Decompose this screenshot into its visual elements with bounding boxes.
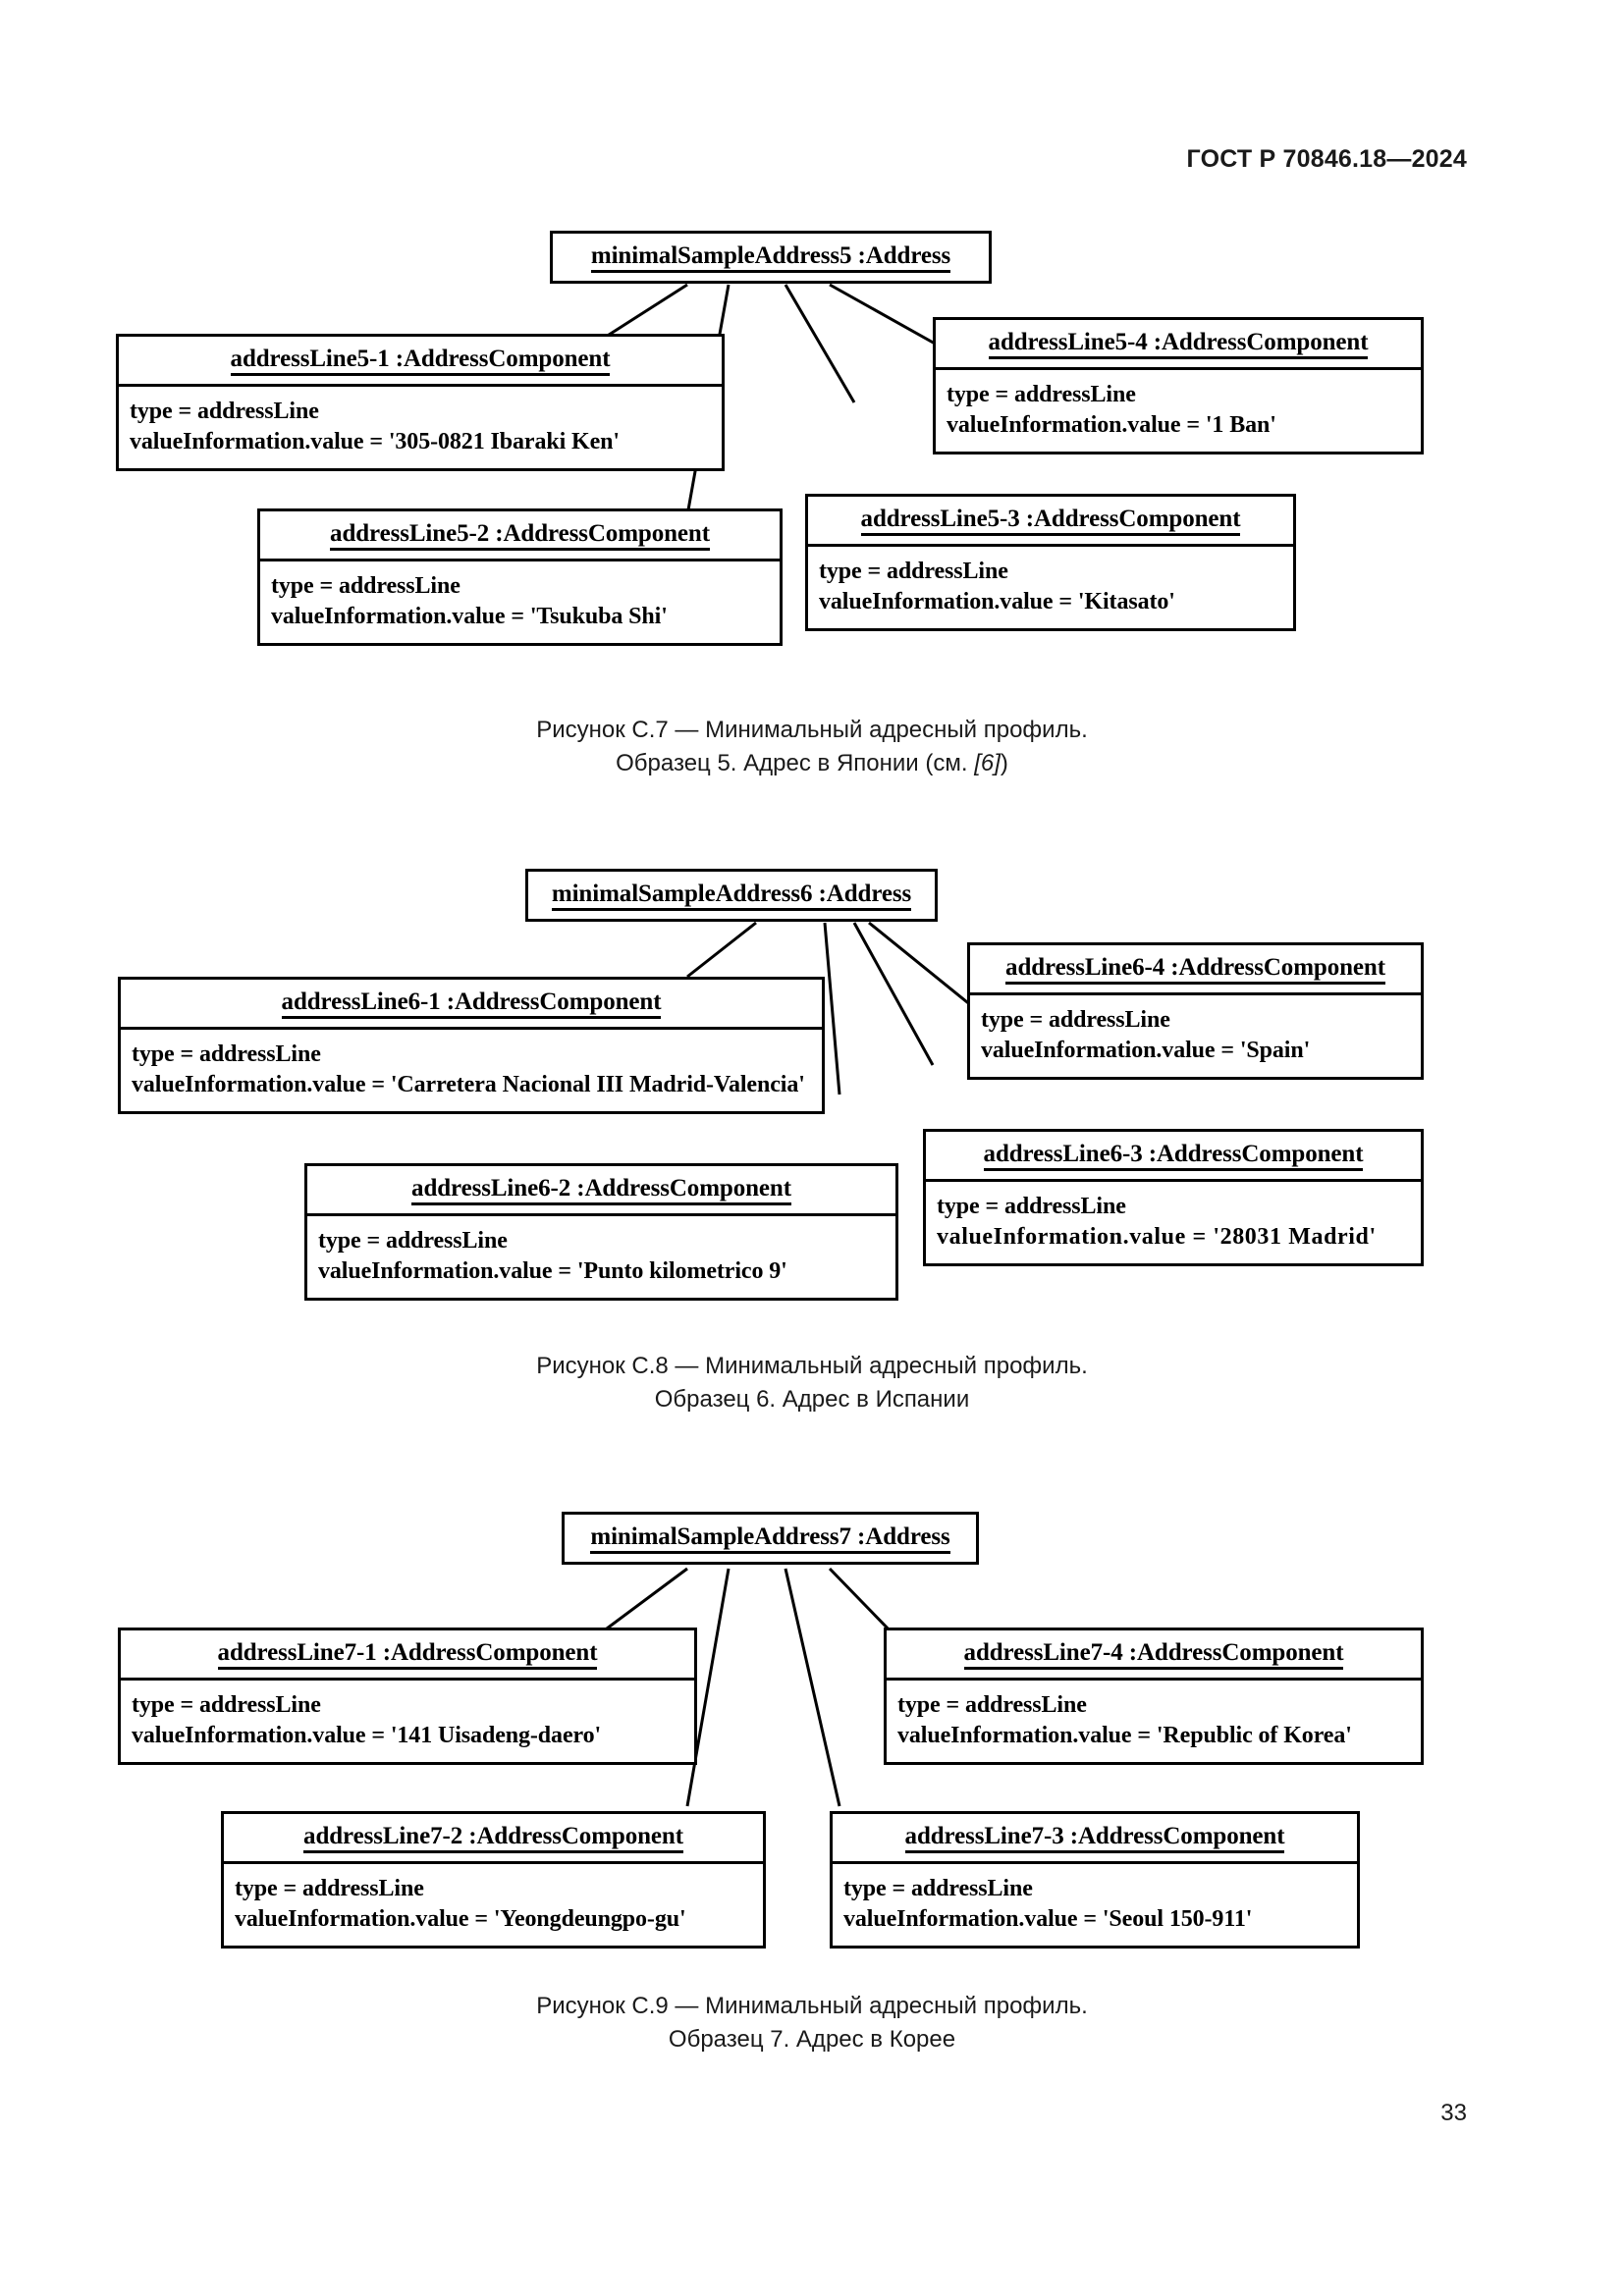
uml-attribute-type: type = addressLine xyxy=(130,399,319,424)
uml-attribute-value: valueInformation.value = 'Kitasato' xyxy=(819,588,1175,614)
caption-line-1: Рисунок С.8 — Минимальный адресный профи… xyxy=(536,1353,1088,1379)
uml-attribute-list: type = addressLine valueInformation.valu… xyxy=(936,370,1421,452)
caption-text: Образец 6. Адрес в Испании xyxy=(654,1386,970,1414)
uml-object-title: addressLine6-4 :AddressComponent xyxy=(970,945,1421,995)
uml-object-diagram-c7: minimalSampleAddress5 :Address addressLi… xyxy=(0,231,1624,672)
uml-attribute-list: type = addressLine valueInformation.valu… xyxy=(121,1030,822,1111)
uml-object-title: minimalSampleAddress6 :Address xyxy=(528,872,935,919)
uml-attribute-type: type = addressLine xyxy=(937,1194,1126,1219)
uml-object-title: addressLine6-2 :AddressComponent xyxy=(307,1166,895,1216)
uml-object-addressline6-4[interactable]: addressLine6-4 :AddressComponent type = … xyxy=(967,942,1424,1081)
uml-attribute-value: valueInformation.value = '141 Uisadeng-d… xyxy=(132,1722,602,1748)
uml-attribute-type: type = addressLine xyxy=(132,1041,321,1067)
figure-caption-c8: Рисунок С.8 — Минимальный адресный профи… xyxy=(0,1350,1624,1416)
caption-line-2: Образец 6. Адрес в Испании xyxy=(0,1383,1624,1416)
uml-attribute-value: valueInformation.value = 'Tsukuba Shi' xyxy=(271,603,668,629)
uml-attribute-type: type = addressLine xyxy=(947,382,1136,407)
uml-attribute-value: valueInformation.value = 'Republic of Ko… xyxy=(897,1722,1352,1748)
uml-attribute-value: valueInformation.value = 'Seoul 150-911' xyxy=(843,1905,1253,1932)
figure-caption-c7: Рисунок С.7 — Минимальный адресный профи… xyxy=(0,714,1624,780)
uml-object-addressline5-2[interactable]: addressLine5-2 :AddressComponent type = … xyxy=(257,508,783,647)
caption-line-1: Рисунок С.9 — Минимальный адресный профи… xyxy=(536,1993,1088,2019)
uml-attribute-type: type = addressLine xyxy=(981,1007,1170,1033)
uml-attribute-list: type = addressLine valueInformation.valu… xyxy=(260,561,780,643)
caption-text-tail: ) xyxy=(1000,750,1008,777)
uml-object-minimalsampleaddress5[interactable]: minimalSampleAddress5 :Address xyxy=(550,231,992,284)
caption-line-2: Образец 7. Адрес в Корее xyxy=(0,2023,1624,2056)
connector-lines-c9 xyxy=(598,1567,895,1807)
uml-attribute-value: valueInformation.value = 'Carretera Naci… xyxy=(132,1071,805,1097)
uml-object-addressline7-4[interactable]: addressLine7-4 :AddressComponent type = … xyxy=(884,1628,1424,1766)
uml-object-diagram-c9: minimalSampleAddress7 :Address addressLi… xyxy=(0,1512,1624,1949)
connector-lines-c8 xyxy=(686,921,973,1095)
uml-object-addressline7-3[interactable]: addressLine7-3 :AddressComponent type = … xyxy=(830,1811,1360,1949)
figure-c7: minimalSampleAddress5 :Address addressLi… xyxy=(0,231,1624,776)
uml-object-title: addressLine5-2 :AddressComponent xyxy=(260,511,780,561)
page-header-standard-id: ГОСТ Р 70846.18—2024 xyxy=(1186,145,1467,173)
uml-attribute-type: type = addressLine xyxy=(318,1228,508,1254)
uml-object-addressline7-2[interactable]: addressLine7-2 :AddressComponent type = … xyxy=(221,1811,766,1949)
uml-object-title: addressLine7-2 :AddressComponent xyxy=(224,1814,763,1864)
uml-attribute-value: valueInformation.value = 'Yeongdeungpo-g… xyxy=(235,1905,686,1932)
uml-object-title: addressLine6-3 :AddressComponent xyxy=(926,1132,1421,1182)
uml-object-title: addressLine7-3 :AddressComponent xyxy=(833,1814,1357,1864)
caption-reference: [6] xyxy=(974,750,1001,777)
uml-object-title: addressLine5-4 :AddressComponent xyxy=(936,320,1421,370)
uml-object-addressline6-1[interactable]: addressLine6-1 :AddressComponent type = … xyxy=(118,977,825,1115)
uml-attribute-list: type = addressLine valueInformation.valu… xyxy=(887,1681,1421,1762)
uml-attribute-type: type = addressLine xyxy=(235,1876,424,1901)
uml-attribute-list: type = addressLine valueInformation.valu… xyxy=(926,1182,1421,1263)
uml-object-title: minimalSampleAddress5 :Address xyxy=(553,234,989,281)
uml-attribute-list: type = addressLine valueInformation.valu… xyxy=(808,547,1293,628)
uml-attribute-list: type = addressLine valueInformation.valu… xyxy=(119,387,722,468)
figure-c8: minimalSampleAddress6 :Address addressLi… xyxy=(0,869,1624,1413)
uml-object-addressline7-1[interactable]: addressLine7-1 :AddressComponent type = … xyxy=(118,1628,697,1766)
uml-attribute-type: type = addressLine xyxy=(843,1876,1033,1901)
figure-c9: minimalSampleAddress7 :Address addressLi… xyxy=(0,1512,1624,2053)
uml-object-title: addressLine7-1 :AddressComponent xyxy=(121,1630,694,1681)
uml-object-addressline5-1[interactable]: addressLine5-1 :AddressComponent type = … xyxy=(116,334,725,472)
uml-attribute-value: valueInformation.value = '28031 Madrid' xyxy=(937,1223,1377,1250)
uml-attribute-list: type = addressLine valueInformation.valu… xyxy=(121,1681,694,1762)
uml-object-title: addressLine7-4 :AddressComponent xyxy=(887,1630,1421,1681)
uml-object-title: addressLine5-3 :AddressComponent xyxy=(808,497,1293,547)
uml-object-addressline5-3[interactable]: addressLine5-3 :AddressComponent type = … xyxy=(805,494,1296,632)
uml-attribute-value: valueInformation.value = '1 Ban' xyxy=(947,411,1276,438)
caption-text: Образец 7. Адрес в Корее xyxy=(668,2026,956,2054)
page-number: 33 xyxy=(1440,2100,1467,2126)
caption-line-1: Рисунок С.7 — Минимальный адресный профи… xyxy=(536,717,1088,743)
uml-attribute-list: type = addressLine valueInformation.valu… xyxy=(833,1864,1357,1946)
uml-object-title: addressLine6-1 :AddressComponent xyxy=(121,980,822,1030)
uml-object-addressline5-4[interactable]: addressLine5-4 :AddressComponent type = … xyxy=(933,317,1424,455)
uml-attribute-value: valueInformation.value = '305-0821 Ibara… xyxy=(130,428,620,454)
uml-attribute-type: type = addressLine xyxy=(132,1692,321,1718)
uml-attribute-type: type = addressLine xyxy=(271,573,460,599)
uml-object-minimalsampleaddress7[interactable]: minimalSampleAddress7 :Address xyxy=(562,1512,979,1565)
uml-attribute-list: type = addressLine valueInformation.valu… xyxy=(307,1216,895,1298)
uml-attribute-value: valueInformation.value = 'Punto kilometr… xyxy=(318,1257,787,1284)
figure-caption-c9: Рисунок С.9 — Минимальный адресный профи… xyxy=(0,1990,1624,2056)
caption-line-2: Образец 5. Адрес в Японии (см. [6]) xyxy=(0,747,1624,780)
uml-object-addressline6-3[interactable]: addressLine6-3 :AddressComponent type = … xyxy=(923,1129,1424,1267)
uml-object-diagram-c8: minimalSampleAddress6 :Address addressLi… xyxy=(0,869,1624,1302)
uml-attribute-list: type = addressLine valueInformation.valu… xyxy=(224,1864,763,1946)
uml-object-addressline6-2[interactable]: addressLine6-2 :AddressComponent type = … xyxy=(304,1163,898,1302)
caption-text: Образец 5. Адрес в Японии (см. xyxy=(616,750,975,777)
uml-attribute-type: type = addressLine xyxy=(897,1692,1087,1718)
uml-object-title: minimalSampleAddress7 :Address xyxy=(565,1515,976,1562)
uml-attribute-list: type = addressLine valueInformation.valu… xyxy=(970,995,1421,1077)
uml-object-minimalsampleaddress6[interactable]: minimalSampleAddress6 :Address xyxy=(525,869,938,922)
uml-object-title: addressLine5-1 :AddressComponent xyxy=(119,337,722,387)
uml-attribute-value: valueInformation.value = 'Spain' xyxy=(981,1037,1311,1063)
uml-attribute-type: type = addressLine xyxy=(819,559,1008,584)
